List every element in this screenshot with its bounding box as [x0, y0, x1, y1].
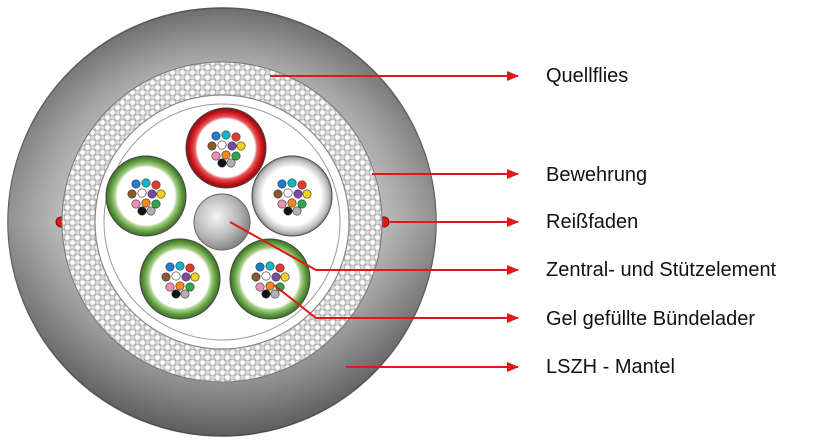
fiber — [185, 282, 195, 292]
fiber — [255, 282, 265, 292]
fiber — [211, 131, 221, 141]
fiber — [236, 141, 246, 151]
central-strength-element — [193, 193, 251, 251]
fiber — [277, 199, 287, 209]
fiber — [297, 180, 307, 190]
fiber — [156, 189, 166, 199]
fiber — [127, 189, 137, 199]
fiber — [227, 141, 237, 151]
fiber — [271, 272, 281, 282]
fiber — [275, 263, 285, 273]
fiber — [147, 189, 157, 199]
loose-tube-white — [251, 155, 333, 237]
label-sheath: LSZH - Mantel — [546, 356, 675, 378]
fiber — [261, 271, 271, 281]
fiber — [141, 198, 151, 208]
fiber — [297, 199, 307, 209]
fiber — [151, 180, 161, 190]
fiber — [287, 178, 297, 188]
fiber — [207, 141, 217, 151]
fiber — [211, 151, 221, 161]
label-armour: Bewehrung — [546, 164, 648, 186]
fiber — [146, 206, 156, 216]
fiber — [131, 179, 141, 189]
loose-tube-green — [105, 155, 187, 237]
fiber — [190, 272, 200, 282]
fiber — [273, 189, 283, 199]
fiber — [217, 158, 227, 168]
pointer-arrows — [229, 71, 519, 372]
label-ripcord: Reißfaden — [546, 211, 639, 233]
arrow-central — [229, 221, 519, 275]
fiber — [231, 151, 241, 161]
fiber — [151, 199, 161, 209]
loose-tubes — [105, 107, 333, 320]
fiber — [265, 281, 275, 291]
loose-tube-red — [185, 107, 267, 189]
label-fleece: Quellflies — [546, 65, 629, 87]
fiber — [180, 289, 190, 299]
fiber — [217, 140, 227, 150]
fiber — [165, 282, 175, 292]
fiber — [137, 188, 147, 198]
fiber — [261, 289, 271, 299]
fiber — [161, 272, 171, 282]
fiber — [287, 198, 297, 208]
fiber — [265, 261, 275, 271]
fiber — [185, 263, 195, 273]
fiber — [255, 262, 265, 272]
fiber — [141, 178, 151, 188]
fiber — [283, 206, 293, 216]
loose-tube-green — [229, 238, 311, 320]
fiber — [293, 189, 303, 199]
fiber — [171, 289, 181, 299]
fiber — [302, 189, 312, 199]
fiber — [165, 262, 175, 272]
fiber — [283, 188, 293, 198]
label-central-element: Zentral- und Stützelement — [546, 259, 777, 281]
fiber — [175, 281, 185, 291]
fiber — [221, 150, 231, 160]
fiber — [131, 199, 141, 209]
fiber — [270, 289, 280, 299]
fiber — [175, 261, 185, 271]
fiber — [226, 158, 236, 168]
fiber — [292, 206, 302, 216]
fiber — [231, 132, 241, 142]
fiber — [280, 272, 290, 282]
fiber — [251, 272, 261, 282]
fiber — [277, 179, 287, 189]
loose-tube-green — [139, 238, 221, 320]
label-loose-tubes: Gel gefüllte Bündelader — [546, 308, 756, 330]
fiber — [137, 206, 147, 216]
fiber — [221, 130, 231, 140]
fiber — [171, 271, 181, 281]
arrow-tubes — [273, 284, 519, 323]
fiber — [181, 272, 191, 282]
